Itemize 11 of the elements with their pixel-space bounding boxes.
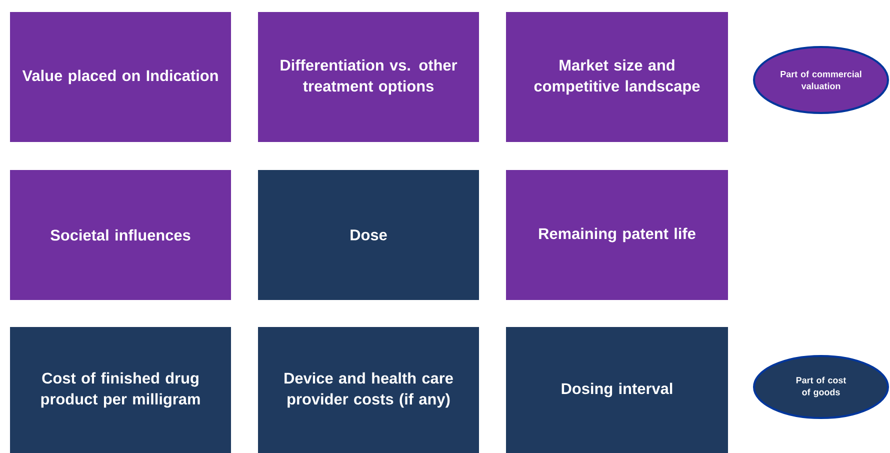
factor-box: Remaining patent life [506,170,728,300]
factor-box: Market size and competitive landscape [506,12,728,142]
factor-box: Dose [258,170,479,300]
factor-box: Cost of finished drug product per milligram [10,326,231,453]
factor-box: Value placed on Indication [10,12,231,142]
factor-box: Differentiation vs. other treatment options [258,12,479,142]
factor-box: Device and health care provider costs (if any) [258,326,479,453]
legend-oval: Part of commercial valuation [753,46,889,114]
factor-box: Dosing interval [506,326,728,453]
legend-oval: Part of cost of goods [753,354,889,419]
factor-box: Societal influences [10,170,231,300]
